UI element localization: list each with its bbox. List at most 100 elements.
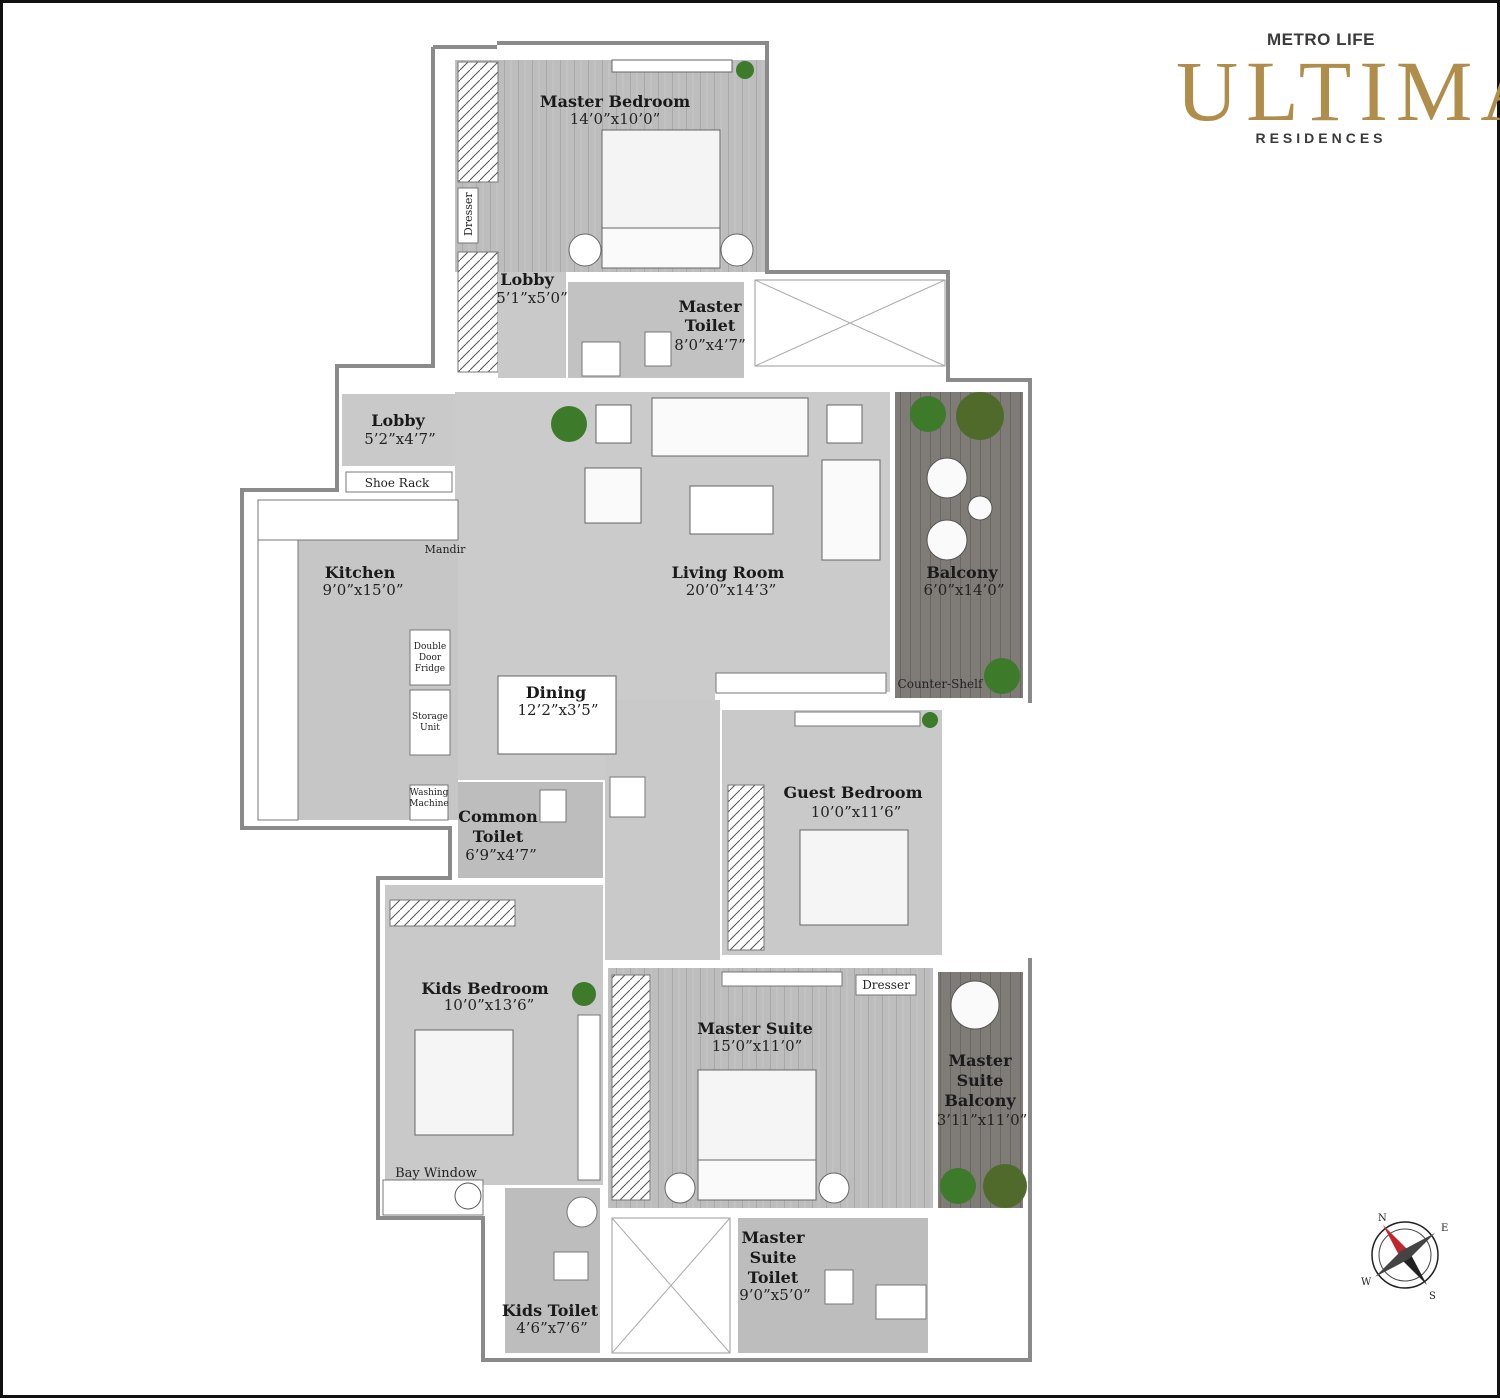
bay-window-chair [454, 1182, 482, 1210]
ms-dresser [855, 974, 917, 996]
compass-e: E [1441, 1223, 1448, 1234]
dining-dim: 12’2”x3’5” [517, 701, 598, 719]
ms-balcony-name2: Suite [957, 1071, 1004, 1090]
kids-toilet-dim: 4’6”x7’6” [516, 1319, 588, 1337]
balcony-table [967, 495, 993, 521]
dresser-lower-label: Dresser [862, 978, 910, 992]
guest-bedroom-dim: 10’0”x11’6” [811, 803, 902, 821]
kids-bedroom-dim: 10’0”x13’6” [444, 996, 535, 1014]
lobby-upper-dim: 5’1”x5’0” [496, 289, 568, 307]
sofa-top [651, 397, 809, 457]
common-toilet-floor [458, 782, 603, 878]
plant-balcony-3 [984, 658, 1020, 694]
balcony-dim: 6’0”x14’0” [923, 581, 1004, 599]
ms-toilet-name3: Toilet [748, 1268, 799, 1287]
master-suite-dim: 15’0”x11’0” [712, 1037, 803, 1055]
armchair-left [584, 467, 642, 524]
plant-ms-balcony-2 [983, 1164, 1027, 1208]
plant-ms-balcony-1 [940, 1168, 976, 1204]
master-toilet-name1: Master [678, 297, 742, 316]
kids-wardrobe [389, 899, 516, 927]
fixture-labels: Dresser Shoe Rack Mandir Double Door Fri… [365, 192, 984, 1181]
shoe-rack [345, 471, 453, 493]
balcony-name: Balcony [926, 563, 998, 582]
washing-label-1: Washing [410, 788, 449, 798]
guest-wardrobe [727, 784, 765, 951]
lobby-entry-floor [342, 394, 457, 466]
guest-bed [799, 829, 909, 926]
fridge-label-3: Fridge [415, 664, 445, 674]
kids-toilet-name: Kids Toilet [502, 1301, 599, 1320]
brand-main: ULTIMA [1176, 43, 1500, 139]
dining-name: Dining [526, 683, 586, 702]
living-name: Living Room [672, 563, 785, 582]
lobby-entry-name: Lobby [371, 411, 425, 430]
ms-toilet-dim: 9’0”x5’0” [739, 1286, 811, 1304]
fridge-label-2: Door [419, 653, 442, 663]
master-bed [601, 129, 721, 241]
master-dresser [457, 187, 479, 244]
lobby-wardrobe [457, 251, 499, 373]
counter-shelf [715, 672, 887, 694]
guest-desk [794, 711, 921, 727]
master-desk [611, 59, 733, 73]
side-table-right [826, 404, 863, 444]
plant-guest [922, 712, 938, 728]
coffee-table [689, 485, 774, 535]
fridge [409, 629, 451, 686]
ms-balcony-name1: Master [948, 1051, 1012, 1070]
kitchen-name: Kitchen [325, 563, 396, 582]
kids-desk [577, 1014, 601, 1181]
compass-n: N [1378, 1213, 1387, 1224]
kitchen-counter-side [257, 539, 299, 821]
lobby-upper-floor [498, 272, 566, 378]
nightstand-left [568, 233, 602, 267]
sofa-right [821, 459, 881, 561]
counter-shelf-label: Counter-Shelf [898, 677, 984, 691]
brand-top: METRO LIFE [1267, 30, 1375, 49]
kids-toilet-wc [553, 1251, 589, 1281]
ms-toilet-vanity [875, 1284, 927, 1320]
kids-toilet-basin [566, 1196, 598, 1228]
room-labels: Master Bedroom 14’0”x10’0” Lobby 5’1”x5’… [322, 92, 1027, 1337]
master-toilet-name2: Toilet [685, 316, 736, 335]
master-bedroom-dim: 14’0”x10’0” [570, 110, 661, 128]
living-dim: 20’0”x14’3” [686, 581, 777, 599]
ms-toilet-name1: Master [741, 1228, 805, 1247]
ms-tv-unit [721, 971, 843, 987]
storage-label-1: Storage [412, 712, 448, 722]
common-toilet-name2: Toilet [473, 827, 524, 846]
washing-label-2: Machine [409, 799, 448, 809]
ms-balcony-chair [950, 980, 1000, 1030]
ms-balcony-name3: Balcony [944, 1091, 1016, 1110]
common-toilet-name1: Common [458, 807, 538, 826]
master-toilet-wc [644, 331, 672, 367]
common-toilet-wc [539, 789, 567, 823]
ms-toilet-wc [824, 1269, 854, 1305]
master-bedroom-name: Master Bedroom [540, 92, 690, 111]
bay-window-label: Bay Window [395, 1166, 477, 1181]
ms-nightstand-right [818, 1172, 850, 1204]
compass-s: S [1429, 1291, 1436, 1302]
nightstand-right [720, 233, 754, 267]
brand-sub: RESIDENCES [1255, 130, 1387, 146]
storage-unit [409, 689, 451, 756]
fridge-label-1: Double [414, 642, 446, 652]
side-table-left [595, 404, 632, 444]
master-suite-wardrobe [611, 974, 651, 1201]
ms-nightstand-left [664, 1172, 696, 1204]
master-suite-name: Master Suite [697, 1019, 813, 1038]
plant-balcony-1 [910, 396, 946, 432]
balcony-chair-1 [926, 457, 968, 499]
kitchen-counter-top [257, 499, 459, 541]
plant-master [736, 61, 754, 79]
wash-basin-passage [609, 776, 646, 818]
ms-toilet-name2: Suite [750, 1248, 797, 1267]
kitchen-dim: 9’0”x15’0” [322, 581, 403, 599]
ms-balcony-dim: 3’11”x11’0” [937, 1111, 1028, 1129]
dresser-upper-label: Dresser [462, 192, 475, 236]
master-suite-pillows [697, 1159, 817, 1201]
master-wardrobe [457, 61, 499, 183]
passage-floor [605, 700, 720, 960]
